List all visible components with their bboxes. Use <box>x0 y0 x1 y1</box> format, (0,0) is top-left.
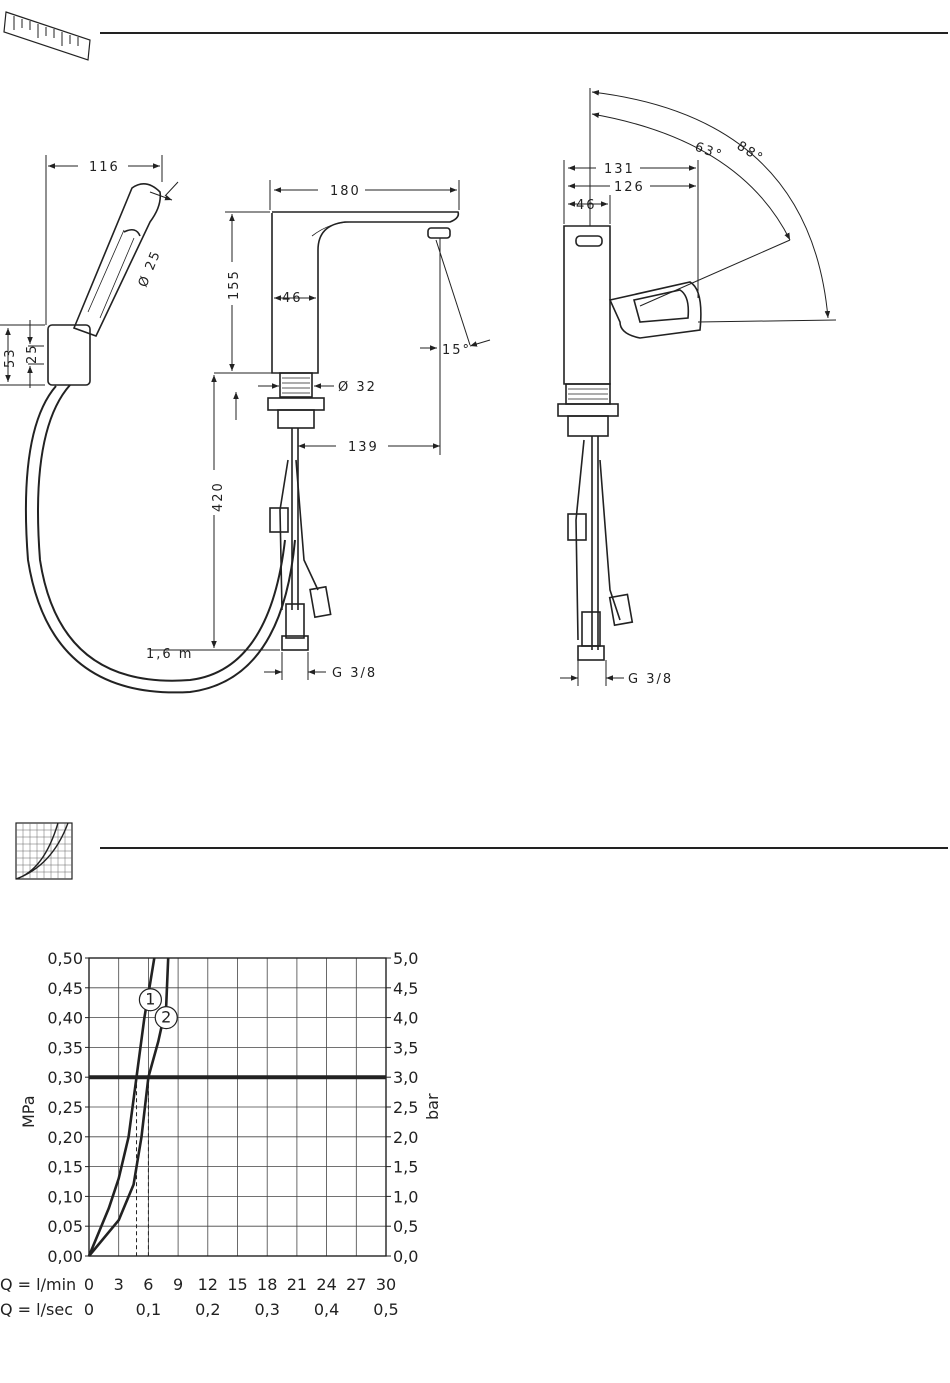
flow-chart: 12 0,000,050,100,150,200,250,300,350,400… <box>0 949 442 1319</box>
mixer-side <box>558 226 701 660</box>
y-tick-label-right: 0,0 <box>393 1247 418 1266</box>
x2-tick-label: 0,1 <box>136 1300 161 1319</box>
y-tick-label-right: 3,0 <box>393 1068 418 1087</box>
y-axis-left-label: MPa <box>19 1095 38 1128</box>
y-tick-label-right: 0,5 <box>393 1217 418 1236</box>
y-tick-label-right: 2,5 <box>393 1098 418 1117</box>
x-tick-label: 0 <box>84 1275 94 1294</box>
y-tick-label-right: 1,5 <box>393 1158 418 1177</box>
dim-holder-height: 53 <box>3 347 18 368</box>
dim-side-131: 131 <box>604 162 635 177</box>
y-tick-label-left: 0,25 <box>47 1098 83 1117</box>
x2-tick-label: 0,3 <box>254 1300 279 1319</box>
x2-tick-label: 0 <box>84 1300 94 1319</box>
mixer-side-dimensions <box>560 88 836 686</box>
x-tick-label: 9 <box>173 1275 183 1294</box>
dim-holder-inner: 25 <box>25 343 40 364</box>
y-tick-label-left: 0,20 <box>47 1128 83 1147</box>
y-tick-label-left: 0,05 <box>47 1217 83 1236</box>
y-tick-label-left: 0,35 <box>47 1038 83 1057</box>
x2-tick-label: 0,2 <box>195 1300 220 1319</box>
x-tick-label: 6 <box>143 1275 153 1294</box>
dim-thread-diameter: Ø 32 <box>338 380 377 395</box>
mixer-front <box>268 212 458 650</box>
dim-hose-length: 1,6 m <box>146 647 193 662</box>
dim-hand-shower-diameter: Ø 25 <box>136 248 164 290</box>
dim-connection-side: G 3/8 <box>628 672 673 687</box>
y-axis-right-ticks: 0,0 0,5 1,0 1,5 2,0 2,5 3,0 3,5 4,0 4,5 5,0 <box>386 949 418 1266</box>
y-tick-label-right: 4,5 <box>393 979 418 998</box>
y-axis-right-label: bar <box>423 1093 442 1120</box>
x-tick-label: 27 <box>346 1275 366 1294</box>
x-tick-label: 15 <box>227 1275 247 1294</box>
x-tick-label: 24 <box>316 1275 336 1294</box>
series-label: 2 <box>161 1008 171 1027</box>
y-tick-label-left: 0,00 <box>47 1247 83 1266</box>
dim-angle-63: 63° <box>693 140 725 164</box>
y-tick-label-right: 1,0 <box>393 1187 418 1206</box>
dim-spray-angle: 15° <box>442 343 471 358</box>
x-tick-label: 30 <box>376 1275 396 1294</box>
x-axis-label: Q = l/min <box>0 1275 76 1294</box>
y-tick-label-left: 0,45 <box>47 979 83 998</box>
x2-tick-label: 0,5 <box>373 1300 398 1319</box>
y-tick-label-left: 0,15 <box>47 1158 83 1177</box>
y-axis-left-ticks: 0,00 0,05 0,10 0,15 0,20 0,25 0,30 0,35 0,40 0,45… <box>47 949 89 1266</box>
y-tick-label-left: 0,50 <box>47 949 83 968</box>
dim-spout-offset: 139 <box>348 440 379 455</box>
x2-tick-label: 0,4 <box>314 1300 339 1319</box>
y-tick-label-right: 5,0 <box>393 949 418 968</box>
dim-side-46: 46 <box>576 198 597 213</box>
dim-side-126: 126 <box>614 180 645 195</box>
dim-body-height: 155 <box>227 269 242 300</box>
dim-supply-length: 420 <box>211 481 226 512</box>
x-tick-label: 21 <box>287 1275 307 1294</box>
flow-chart-section-icon <box>16 823 72 879</box>
dimensions-section-icon <box>4 12 90 60</box>
y-tick-label-left: 0,40 <box>47 1009 83 1028</box>
dim-spout-reach: 180 <box>330 184 361 199</box>
series-label: 1 <box>145 990 155 1009</box>
y-tick-label-left: 0,10 <box>47 1187 83 1206</box>
y-tick-label-right: 3,5 <box>393 1038 418 1057</box>
y-tick-label-right: 4,0 <box>393 1009 418 1028</box>
x-tick-label: 12 <box>198 1275 218 1294</box>
mixer-front-dimensions <box>150 180 490 680</box>
y-tick-label-left: 0,30 <box>47 1068 83 1087</box>
dim-connection-front: G 3/8 <box>332 666 377 681</box>
x-tick-label: 18 <box>257 1275 277 1294</box>
dim-hand-shower-width: 116 <box>89 160 120 175</box>
x2-axis-ticks: 0 0,1 0,2 0,3 0,4 0,5 <box>84 1300 399 1319</box>
x2-axis-label: Q = l/sec <box>0 1300 73 1319</box>
x-tick-label: 3 <box>114 1275 124 1294</box>
dim-body-width: 46 <box>282 291 303 306</box>
y-tick-label-right: 2,0 <box>393 1128 418 1147</box>
